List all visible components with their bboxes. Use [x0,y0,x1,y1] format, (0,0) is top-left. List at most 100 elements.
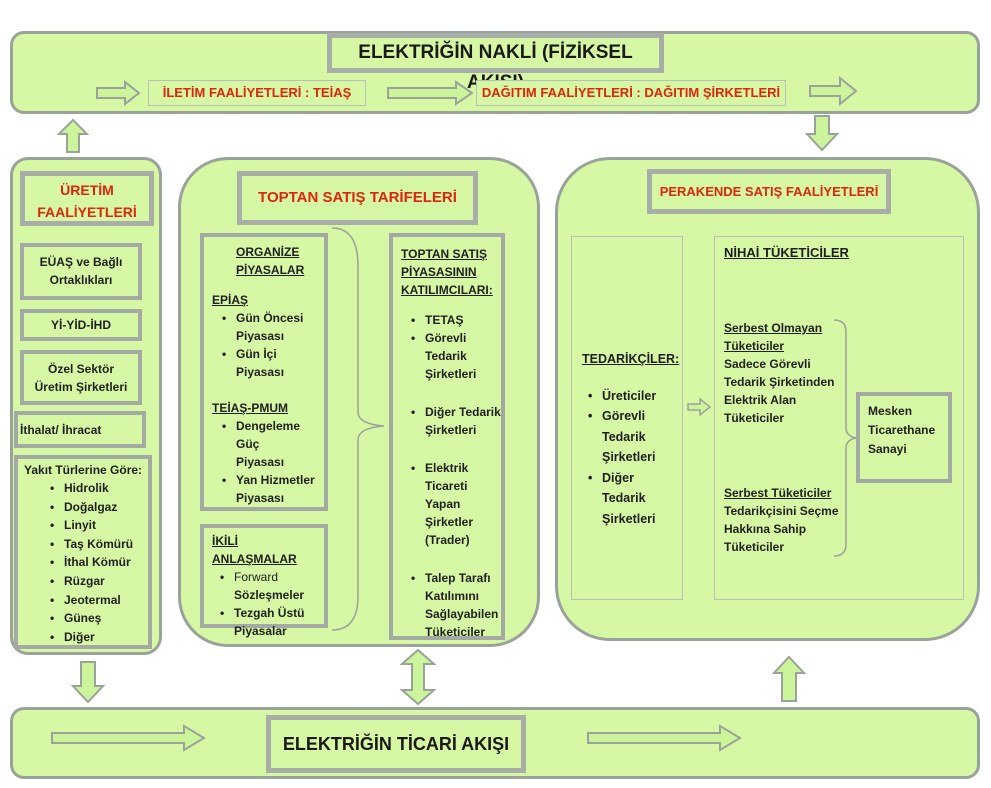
list-item: Üreticiler [588,386,682,407]
participants-title-line: PİYASASININ [401,265,477,279]
list-item-line: Şirketleri [425,423,477,437]
bracket-icon [330,226,386,639]
list-item-line: TETAŞ [425,313,464,327]
generation-title-line2: FAALİYETLERİ [37,204,137,220]
private-gen-line2: Üretim Şirketleri [34,380,128,394]
yi-yid-ihd-box: Yİ-YİD-İHD [20,309,142,341]
list-item-line: Ticareti Yapan [425,479,468,511]
list-item-line: Dengeleme Güç [236,419,301,451]
list-item: Hidrolik [50,479,148,498]
non-free-title-line: Tüketiciler [724,339,785,353]
list-item: Gün İçi Piyasası [222,345,324,381]
suppliers-box: TEDARİKÇİLER: Üreticiler Görevli Tedarik… [571,236,683,600]
list-item: Dengeleme Güç Piyasası [222,417,324,471]
bracket-icon [832,318,858,563]
participants-list: TETAŞ Görevli Tedarik Şirketleri Diğer T… [401,311,501,641]
right-arrow-icon [586,724,742,752]
free-desc-line: Hakkına Sahip [724,522,807,536]
consumer-type: Mesken [868,404,913,418]
list-item-line: Şirketleri [425,367,477,381]
transmission-label: İLETİM FAALİYETLERİ : TEİAŞ [148,80,366,106]
euas-line1: EÜAŞ ve Bağlı [39,255,123,269]
wholesale-title: TOPTAN SATIŞ TARİFELERİ [237,171,478,225]
list-item: Taş Kömürü [50,535,148,554]
list-item-line: Gün Öncesi [236,311,304,325]
suppliers-list: Üreticiler Görevli Tedarik Şirketleri Di… [582,386,682,530]
list-item-line: Şirketler [425,515,474,529]
right-arrow-icon [686,397,712,417]
fuel-list: Hidrolik Doğalgaz Linyit Taş Kömürü İtha… [24,479,148,646]
commercial-flow-title-text: ELEKTRİĞİN TİCARİ AKIŞI [282,734,510,754]
distribution-label: DAĞITIM FAALİYETLERİ : DAĞITIM ŞİRKETLER… [476,80,786,106]
list-item-line: Tüketiciler [425,625,486,639]
list-item: Elektrik Ticareti Yapan Şirketler (Trade… [411,459,501,549]
import-export-text: İthalat/ İhracat [20,423,102,437]
list-item-line: (Trader) [425,533,470,547]
list-item: Diğer Tedarik Şirketleri [588,468,682,530]
generation-title-line1: ÜRETİM [60,182,114,198]
list-item: Jeotermal [50,591,148,610]
up-arrow-icon [57,118,89,154]
list-item-line: Gün İçi Piyasası [236,347,285,379]
non-free-consumers: Serbest Olmayan Tüketiciler Sadece Görev… [724,319,846,427]
list-item-line: Görevli [602,409,646,423]
list-item-line: Sağlayabilen [425,607,499,621]
free-consumers: Serbest Tüketiciler Tedarikçisini Seçme … [724,484,846,556]
private-gen-line1: Özel Sektör [47,362,115,376]
list-item: Rüzgar [50,572,148,591]
list-item: Gün Öncesi Piyasası [222,309,324,345]
final-consumers-title: NİHAİ TÜKETİCİLER [724,244,849,262]
list-item-line: Sözleşmeler [234,588,305,602]
list-item: Diğer [50,628,148,647]
participants-title-line: TOPTAN SATIŞ [401,247,488,261]
list-item-line: Tezgah Üstü [234,606,305,620]
euas-box: EÜAŞ ve Bağlı Ortaklıkları [20,243,142,300]
wholesale-title-text: TOPTAN SATIŞ TARİFELERİ [258,189,457,206]
epias-list: Gün Öncesi Piyasası Gün İçi Piyasası [212,309,324,381]
list-item-line: Şirketleri [602,511,656,526]
list-item: TETAŞ [411,311,501,329]
bilateral-title: İKİLİ ANLAŞMALAR [212,534,297,566]
right-arrow-icon [808,76,858,106]
consumer-types-box: Mesken Ticarethane Sanayi [856,392,952,483]
list-item-line: Katılımını [425,589,480,603]
list-item-line: Şirketleri [602,450,656,464]
list-item-line: Piyasalar [234,624,287,638]
distribution-text: DAĞITIM FAALİYETLERİ : DAĞITIM ŞİRKETLER… [481,85,781,100]
yi-yid-ihd-text: Yİ-YİD-İHD [51,318,111,332]
fuel-types-header: Yakıt Türlerine Göre: [24,463,143,477]
non-free-desc-line: Tedarik Şirketinden [724,375,835,389]
euas-line2: Ortaklıkları [49,273,113,287]
non-free-desc-line: Tüketiciler [724,411,785,425]
list-item: İthal Kömür [50,553,148,572]
right-arrow-icon [386,80,474,106]
list-item: Doğalgaz [50,498,148,517]
list-item-line: Tedarik [602,491,646,505]
list-item-line: Diğer Tedarik [425,405,501,419]
participants-title-line: KATILIMCILARI: [401,283,493,297]
bilateral-box: İKİLİ ANLAŞMALAR Forward Sözleşmeler Tez… [200,524,328,638]
physical-flow-title: ELEKTRİĞİN NAKLİ (FİZİKSEL AKIŞI) [327,33,664,93]
free-desc-line: Tüketiciler [724,540,785,554]
down-arrow-icon [71,660,105,704]
organized-line1: ORGANİZE [236,245,300,259]
final-consumers-title-text: NİHAİ TÜKETİCİLER [724,245,849,260]
list-item-line: Talep Tarafı [425,571,491,585]
commercial-flow-title: ELEKTRİĞİN TİCARİ AKIŞI [266,715,526,773]
free-desc-line: Tedarikçisini Seçme [724,504,839,518]
list-item: Görevli Tedarik Şirketleri [588,406,682,468]
free-title: Serbest Tüketiciler [724,486,832,500]
list-item: Linyit [50,516,148,535]
list-item: Forward Sözleşmeler [220,568,324,604]
down-arrow-icon [805,114,839,152]
generation-title: ÜRETİM FAALİYETLERİ [20,171,154,226]
list-item-line: Üreticiler [602,388,657,403]
list-item: Tezgah Üstü Piyasalar [220,604,324,640]
list-item: Güneş [50,609,148,628]
participants-box: TOPTAN SATIŞ PİYASASININ KATILIMCILARI: … [389,233,505,640]
list-item: Diğer Tedarik Şirketleri [411,403,501,439]
list-item-line: Tedarik [425,349,467,363]
list-item-line: Tedarik [602,429,646,444]
epias-label: EPİAŞ [212,293,249,307]
organized-line2: PİYASALAR [236,263,305,277]
